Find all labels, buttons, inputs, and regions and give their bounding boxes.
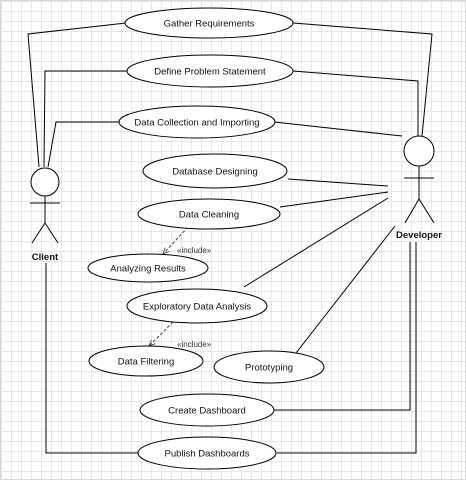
- include-relations: «include» «include»: [149, 226, 212, 349]
- use-case-data-filtering[interactable]: Data Filtering: [88, 345, 204, 377]
- use-case-data-cleaning[interactable]: Data Cleaning: [137, 198, 281, 230]
- assoc-dev-database-designing: [287, 178, 389, 187]
- use-case-create-dashboard[interactable]: Create Dashboard: [139, 393, 275, 427]
- assoc-client-define-problem: [43, 70, 129, 168]
- use-case-label: Define Problem Statement: [154, 67, 266, 78]
- include-label-1: «include»: [177, 246, 212, 255]
- include-arrow-eda-filtering: [149, 321, 174, 346]
- actor-client[interactable]: Client: [30, 167, 60, 263]
- assoc-dev-publish: [277, 242, 417, 454]
- use-case-label: Prototyping: [245, 363, 293, 374]
- use-case-label: Gather Requirements: [164, 19, 255, 30]
- use-case-database-designing[interactable]: Database Designing: [142, 153, 288, 189]
- assoc-dev-prototyping: [295, 225, 396, 354]
- use-case-label: Publish Dashboards: [164, 449, 249, 460]
- assoc-dev-data-collection: [273, 121, 403, 137]
- use-case-label: Data Filtering: [118, 357, 175, 368]
- assoc-dev-data-cleaning: [279, 191, 389, 208]
- use-case-label: Data Cleaning: [179, 210, 239, 221]
- use-case-label: Database Designing: [172, 167, 258, 178]
- assoc-client-publish: [45, 263, 138, 454]
- assoc-client-data-collection: [47, 121, 119, 168]
- assoc-dev-eda: [243, 197, 389, 288]
- developer-associations: [243, 22, 433, 454]
- actor-label-developer: Developer: [396, 230, 442, 241]
- actor-developer[interactable]: Developer: [396, 135, 442, 241]
- assoc-client-gather-requirements: [27, 22, 127, 168]
- stick-figure-icon: [403, 135, 435, 224]
- assoc-dev-define-problem: [292, 70, 419, 136]
- actor-label-client: Client: [32, 252, 59, 263]
- use-case-data-collection[interactable]: Data Collection and Importing: [118, 105, 276, 139]
- include-arrow-cleaning-analyzing: [163, 226, 189, 254]
- use-case-label: Create Dashboard: [168, 406, 246, 417]
- use-case-gather-requirements[interactable]: Gather Requirements: [124, 7, 294, 39]
- client-associations: [27, 22, 138, 454]
- assoc-dev-create-dashboard: [274, 242, 411, 411]
- use-case-label: Data Collection and Importing: [134, 118, 259, 129]
- use-case-label: Analyzing Results: [110, 264, 186, 275]
- use-case-exploratory-data-analysis[interactable]: Exploratory Data Analysis: [126, 288, 268, 324]
- stick-figure-icon: [30, 167, 60, 244]
- include-label-2: «include»: [177, 340, 212, 349]
- use-case-prototyping[interactable]: Prototyping: [213, 350, 325, 384]
- use-case-label: Exploratory Data Analysis: [143, 302, 251, 313]
- use-case-define-problem-statement[interactable]: Define Problem Statement: [126, 54, 294, 88]
- assoc-dev-gather-requirements: [292, 22, 433, 137]
- use-case-analyzing-results[interactable]: Analyzing Results: [87, 253, 209, 283]
- use-case-publish-dashboards[interactable]: Publish Dashboards: [137, 436, 277, 470]
